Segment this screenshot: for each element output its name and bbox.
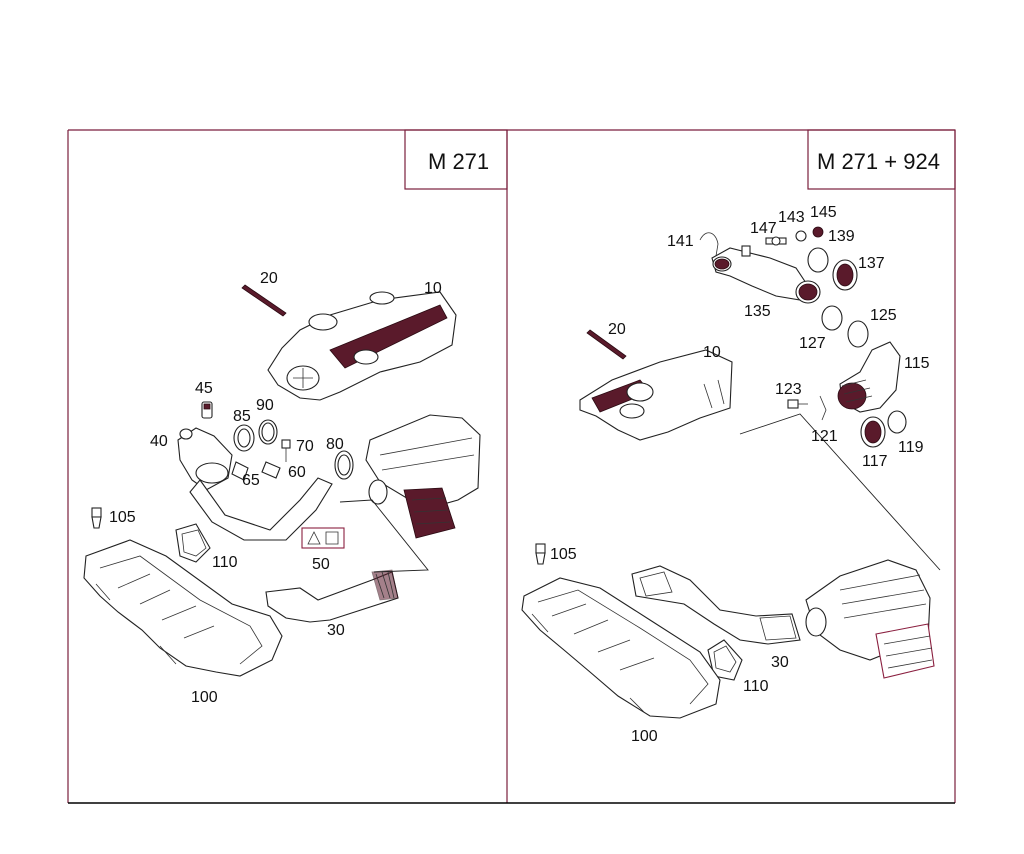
label-123: 123 [775,381,802,398]
part-10-engine-cover [267,291,457,401]
part-80-ring [334,450,354,480]
part-45-sensor [201,401,213,419]
part-143-nut [795,230,807,242]
title-box-right: M 271 + 924 [807,129,956,190]
label-45: 45 [195,380,213,397]
right-panel-parts: 141 147 143 145 139 137 135 20 10 127 12… [521,204,941,745]
part-110-flange [175,523,211,563]
part-50-label-sticker [301,527,345,549]
left-panel-parts: 20 10 45 85 90 40 70 80 65 60 105 110 50… [83,270,481,706]
label-10: 10 [424,280,442,297]
label-117: 117 [862,453,888,470]
label-20: 20 [260,270,278,287]
label-143: 143 [778,209,805,226]
part-135-pipe [711,245,821,304]
label-110: 110 [212,554,238,571]
part-air-filter-housing-right [805,559,935,679]
label-30-right: 30 [771,654,789,671]
part-70-bolt [281,439,291,462]
label-10-right: 10 [703,344,721,361]
diagram-frame [67,129,956,804]
part-30-air-duct-right [631,565,801,645]
part-145-washer [812,226,824,238]
label-145: 145 [810,204,837,221]
part-105-clip [91,507,102,529]
part-90-ring [258,419,278,445]
panel-title-left: M 271 [428,149,489,174]
label-70: 70 [296,438,314,455]
label-90: 90 [256,397,274,414]
label-100: 100 [191,689,218,706]
part-121-clip [819,395,827,421]
label-40: 40 [150,433,168,450]
part-air-filter-housing [365,414,481,539]
label-30: 30 [327,622,345,639]
part-119-clamp [887,410,907,434]
part-100-air-guide-panel-right [521,577,721,719]
label-85: 85 [233,408,251,425]
part-117-sleeve [860,416,886,448]
label-60: 60 [288,464,306,481]
part-141-clamp [699,232,719,257]
label-147: 147 [750,220,777,237]
label-135: 135 [744,303,771,320]
part-115-elbow [837,341,901,413]
part-85-ring [233,424,255,452]
label-121: 121 [811,428,838,445]
part-20-strip [241,284,287,317]
label-65: 65 [242,472,260,489]
leader-left [339,499,429,573]
label-80: 80 [326,436,344,453]
part-40-elbow [177,427,233,491]
label-137: 137 [858,255,885,272]
part-139-clamp [807,247,829,273]
part-intake-pipe [189,477,333,541]
label-50: 50 [312,556,330,573]
part-147-bolt [765,236,787,246]
label-119: 119 [898,439,924,456]
label-139: 139 [828,228,855,245]
label-110-right: 110 [743,678,769,695]
part-137-sleeve [832,259,858,291]
part-65-clip [231,461,249,481]
part-10-engine-cover-right [579,349,733,441]
part-60-clip [261,461,281,479]
label-127: 127 [799,335,826,352]
title-box-left: M 271 [404,129,508,190]
label-125: 125 [870,307,897,324]
part-123-bolt [787,399,808,409]
part-20-strip-right [586,329,627,360]
label-100-right: 100 [631,728,658,745]
part-105-clip-right [535,543,546,565]
part-125-ring [847,320,869,348]
label-141: 141 [667,233,694,250]
label-105-right: 105 [550,546,577,563]
part-30-air-duct [265,569,399,623]
part-127-clamp [821,305,843,331]
leader-right [739,413,941,571]
part-100-air-guide-panel [83,539,283,677]
panel-title-right: M 271 + 924 [817,149,940,174]
label-20-right: 20 [608,321,626,338]
label-115: 115 [904,355,930,372]
label-105: 105 [109,509,136,526]
